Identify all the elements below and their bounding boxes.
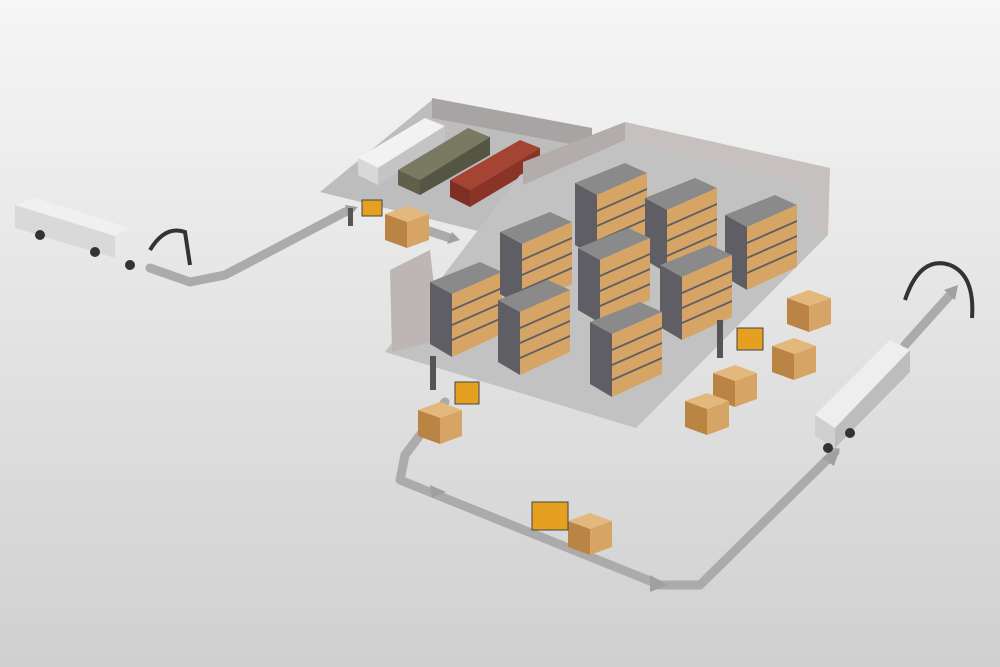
shelf-top bbox=[498, 280, 570, 312]
shelf-beam bbox=[682, 270, 732, 294]
shelf-rack bbox=[578, 228, 650, 323]
shelf-beam bbox=[747, 220, 797, 244]
worker bbox=[717, 320, 723, 358]
pallet-stack bbox=[787, 290, 831, 332]
shelf-beam bbox=[667, 233, 717, 257]
shelf-beam bbox=[452, 317, 502, 341]
pallet-stack bbox=[418, 402, 462, 444]
shelf-beam bbox=[522, 252, 572, 276]
workers bbox=[348, 208, 723, 390]
forklift bbox=[531, 501, 569, 531]
shelf-end bbox=[578, 248, 600, 323]
forklifts bbox=[361, 199, 764, 531]
shelf-top bbox=[725, 195, 797, 227]
shelf-beam bbox=[600, 283, 650, 307]
shelf-end bbox=[498, 300, 520, 375]
pallet-stack bbox=[385, 206, 429, 248]
forklift bbox=[736, 327, 764, 351]
pallet-side bbox=[418, 410, 440, 444]
pallet-side bbox=[568, 521, 590, 555]
pallet-stack bbox=[685, 393, 729, 435]
pallet-side bbox=[772, 346, 794, 380]
shelf-beam bbox=[612, 357, 662, 381]
truck-right bbox=[815, 340, 910, 453]
shelf-top bbox=[578, 228, 650, 260]
shelf-top bbox=[590, 302, 662, 334]
pallet-front bbox=[735, 373, 757, 407]
shelf-beam bbox=[600, 268, 650, 292]
dock-gate-left bbox=[148, 228, 192, 266]
dock-gate-right bbox=[903, 261, 975, 319]
shelf-end bbox=[500, 232, 522, 307]
flow-path bbox=[145, 207, 955, 590]
shelf-end bbox=[590, 322, 612, 397]
shelf-end bbox=[645, 198, 667, 273]
shelf-beam bbox=[747, 250, 797, 274]
shelf-rack bbox=[498, 280, 570, 375]
shelf-beam bbox=[522, 267, 572, 291]
parking-lot bbox=[320, 98, 592, 232]
shelf-rack bbox=[430, 262, 502, 357]
shelf-beam bbox=[612, 327, 662, 351]
shelving-racks bbox=[430, 163, 797, 397]
shelf-beam bbox=[597, 203, 647, 227]
pallet-side bbox=[787, 298, 809, 332]
pallet-side bbox=[385, 214, 407, 248]
pallet-front bbox=[794, 346, 816, 380]
shelf-top bbox=[500, 212, 572, 244]
pallet-front bbox=[707, 401, 729, 435]
trailer-white bbox=[358, 118, 445, 185]
pallet-front bbox=[407, 214, 429, 248]
shelf-beam bbox=[452, 302, 502, 326]
pallet-stack bbox=[772, 338, 816, 380]
worker bbox=[430, 356, 436, 390]
shelf-top bbox=[645, 178, 717, 210]
shelf-beam bbox=[600, 253, 650, 277]
shelf-end bbox=[660, 265, 682, 340]
shelf-beam bbox=[612, 342, 662, 366]
shelf-beam bbox=[682, 285, 732, 309]
shelf-beam bbox=[520, 335, 570, 359]
shelf-beam bbox=[452, 287, 502, 311]
shelf-beam bbox=[667, 218, 717, 242]
shelf-beam bbox=[520, 305, 570, 329]
forklift bbox=[454, 381, 480, 405]
shelf-top bbox=[575, 163, 647, 195]
truck-left bbox=[15, 198, 150, 270]
pallet-stack bbox=[568, 513, 612, 555]
shelf-beam bbox=[522, 237, 572, 261]
shelf-top bbox=[660, 245, 732, 277]
forklift bbox=[361, 199, 383, 217]
shelf-beam bbox=[747, 235, 797, 259]
shelf-beam bbox=[667, 203, 717, 227]
pallet-front bbox=[809, 298, 831, 332]
trailer-green bbox=[398, 128, 490, 195]
pallet-front bbox=[440, 410, 462, 444]
shelf-end bbox=[575, 183, 597, 258]
shelf-beam bbox=[520, 320, 570, 344]
pallet-stacks bbox=[385, 206, 831, 555]
pallet-side bbox=[685, 401, 707, 435]
shelf-beam bbox=[682, 300, 732, 324]
pallet-front bbox=[590, 521, 612, 555]
shelf-top bbox=[430, 262, 502, 294]
shelf-rack bbox=[590, 302, 662, 397]
flow-arrows bbox=[345, 205, 958, 592]
trailer-red bbox=[450, 140, 540, 207]
shelf-rack bbox=[660, 245, 732, 340]
shelf-beam bbox=[597, 188, 647, 212]
worker bbox=[348, 208, 353, 226]
shelf-end bbox=[430, 282, 452, 357]
